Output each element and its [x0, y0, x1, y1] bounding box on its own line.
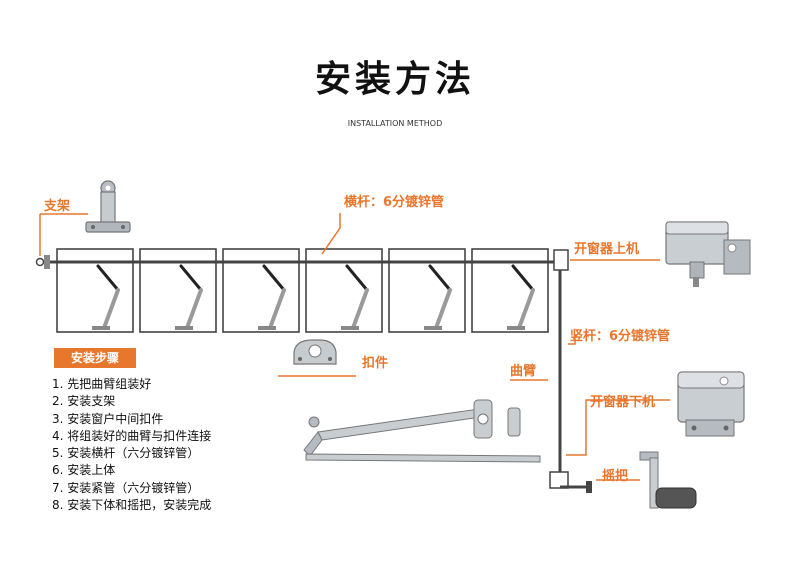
window-frame — [471, 248, 549, 333]
label-clamp: 扣件 — [362, 356, 389, 371]
window-arm — [507, 264, 535, 330]
label-horizontal-bar: 横杆：6分镀锌管 — [344, 195, 445, 210]
upper-opener-icon — [665, 221, 751, 287]
window-arm — [424, 264, 452, 330]
window-arm — [341, 264, 369, 330]
steps-title-badge: 安装步骤 — [54, 348, 136, 368]
horizontal-bar-leader — [321, 213, 341, 255]
lower-gearbox-mount — [549, 471, 569, 489]
lower-opener-icon — [677, 371, 745, 437]
step-item: 3. 安装窗户中间扣件 — [52, 411, 164, 426]
window-frame — [222, 248, 300, 333]
step-item: 8. 安装下体和摇把，安装完成 — [52, 498, 212, 513]
lower-opener-leader — [566, 399, 670, 456]
step-item: 4. 将组装好的曲臂与扣件连接 — [52, 428, 212, 443]
crank-handle-tip — [586, 481, 592, 493]
label-vertical-bar: 竖杆：6分镀锌管 — [570, 329, 671, 344]
crank-arm-icon — [303, 399, 541, 463]
window-crank-arms — [92, 264, 535, 330]
label-crank-arm: 曲臂 — [510, 364, 537, 379]
step-item: 2. 安装支架 — [52, 394, 116, 409]
bracket-icon — [85, 180, 131, 233]
step-item: 7. 安装紧管（六分镀锌管） — [52, 480, 200, 495]
window-frame — [388, 248, 466, 333]
page-subtitle: INSTALLATION METHOD — [347, 119, 443, 128]
window-frame — [305, 248, 383, 333]
upper-gearbox-mount — [553, 249, 569, 271]
vertical-bar-leader — [568, 334, 576, 345]
window-frames — [56, 248, 549, 333]
window-arm — [92, 264, 120, 330]
label-hand-crank: 摇把 — [602, 469, 629, 484]
step-item: 5. 安装横杆（六分镀锌管） — [52, 446, 200, 461]
label-bracket: 支架 — [44, 199, 71, 214]
page-title: 安装方法 — [314, 59, 475, 100]
window-arm — [258, 264, 286, 330]
step-item: 1. 先把曲臂组装好 — [52, 377, 152, 391]
bar-end-bracket — [44, 255, 50, 269]
step-item: 6. 安装上体 — [52, 463, 116, 478]
label-lower-opener: 开窗器下机 — [590, 395, 656, 410]
window-arm — [175, 264, 203, 330]
steps-list: 1. 先把曲臂组装好 2. 安装支架 3. 安装窗户中间扣件 4. 将组装好的曲… — [52, 376, 211, 514]
clamp-icon — [293, 339, 337, 365]
window-frame — [139, 248, 217, 333]
label-upper-opener: 开窗器上机 — [574, 242, 640, 257]
window-frame — [56, 248, 134, 333]
bar-end-cap — [35, 257, 45, 267]
hand-crank-icon — [639, 451, 697, 509]
